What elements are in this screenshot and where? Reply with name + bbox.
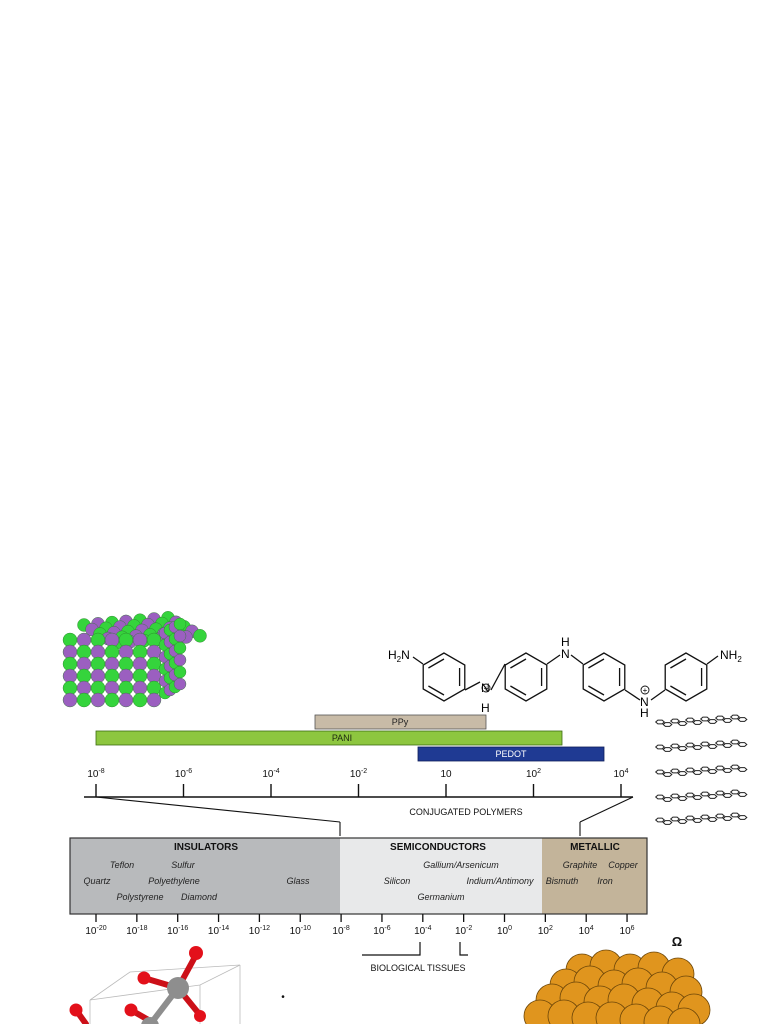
oxygen-atom-2: [137, 971, 151, 985]
bottom-scale-label-6: 10-8: [332, 925, 349, 937]
semiconductors-band: [340, 838, 542, 914]
top-scale-label-2: 10-4: [262, 768, 279, 780]
polyaniline-labels: H2N NH2 N H + H N N H +: [388, 635, 742, 720]
material-iron: Iron: [597, 876, 613, 886]
material-polystyrene: Polystyrene: [116, 892, 163, 902]
ppy-bar: [314, 714, 487, 730]
conjugated-polymers-scale: 10-8 10-6 10-4 10-2 10 102 104 CONJUGATED POLY…: [84, 768, 634, 836]
charge-plus-2-sign: +: [643, 686, 648, 695]
benzene-ring-1: [422, 652, 466, 702]
nh2-left-label: H2N: [388, 648, 410, 664]
bottom-scale-label-9: 10-2: [455, 925, 472, 937]
graphite-layer-0: [654, 714, 748, 727]
amine-n-3: N: [640, 695, 649, 709]
oxygen-atom-3: [124, 1003, 138, 1017]
biological-tissues-bracket: [362, 942, 468, 956]
bottom-scale-label-10: 100: [497, 925, 512, 937]
oxygen-atom-4: [69, 1003, 83, 1017]
metal-lattice-illustration: [523, 949, 711, 1024]
metallic-band: [542, 838, 647, 914]
bottom-scale-label-13: 106: [620, 925, 635, 937]
graphite-layer-2: [654, 764, 748, 777]
ionic-crystal-illustration: [62, 611, 207, 708]
ppy-label: PPy: [392, 717, 409, 727]
zoom-line-right: [579, 796, 634, 823]
bottom-scale-label-0: 10-20: [85, 925, 106, 937]
amine-h-1: H: [481, 701, 490, 715]
silica-molecule-illustration: [69, 946, 241, 1024]
graphite-layer-1: [654, 739, 748, 752]
amine-h-3: H: [640, 706, 649, 720]
silicon-atom-2: [141, 1017, 159, 1024]
top-scale-label-4: 10: [440, 769, 452, 780]
oxygen-atom-1: [189, 946, 203, 960]
material-glass: Glass: [286, 876, 310, 886]
bottom-scale-label-4: 10-12: [249, 925, 270, 937]
material-diamond: Diamond: [181, 892, 218, 902]
charge-plus-1-sign: +: [484, 684, 489, 693]
top-scale-label-1: 10-6: [175, 768, 192, 780]
pedot-bar: [417, 746, 605, 762]
metal-atom-24: [667, 1007, 701, 1024]
material-polyethylene: Polyethylene: [148, 876, 200, 886]
benzene-ring-4: [664, 652, 708, 702]
bottom-scale-label-11: 102: [538, 925, 553, 937]
oxygen-atom-5: [194, 1010, 206, 1022]
graphite-layers-illustration: [654, 714, 748, 825]
biological-tissues-caption: BIOLOGICAL TISSUES: [370, 963, 465, 973]
metallic-title: METALLIC: [570, 842, 620, 853]
insulators-band: [70, 838, 340, 914]
bottom-scale-label-2: 10-16: [167, 925, 188, 937]
bands-frame: [69, 837, 648, 915]
insulators-title: INSULATORS: [174, 842, 238, 853]
silicon-atom-1: [167, 977, 189, 999]
bottom-scale-label-7: 10-6: [373, 925, 390, 937]
conductivity-bands: INSULATORS SEMICONDUCTORS METALLIC Teflo…: [69, 837, 648, 915]
resistivity-scale: 10-20 10-18 10-16 10-14 10-12 10-10 10-8 10-6 10…: [85, 914, 682, 973]
pedot-label: PEDOT: [495, 749, 527, 759]
material-teflon: Teflon: [110, 860, 134, 870]
top-scale-label-0: 10-8: [87, 768, 104, 780]
bottom-scale-label-12: 104: [579, 925, 594, 937]
unit-cell-box: [89, 964, 241, 1024]
bottom-scale-label-1: 10-18: [126, 925, 147, 937]
bottom-scale-label-8: 10-4: [414, 925, 431, 937]
benzene-ring-3: [582, 652, 626, 702]
top-scale-label-3: 10-2: [350, 768, 367, 780]
center-dot: •: [281, 992, 285, 1003]
nh2-right-label: NH2: [720, 648, 742, 664]
semiconductors-title: SEMICONDUCTORS: [390, 842, 486, 853]
polymer-bars: PPy PANI PEDOT: [95, 714, 605, 762]
unit-omega: Ω: [672, 934, 682, 949]
zoom-line-left: [95, 796, 341, 823]
material-gallium-arsenicum: Gallium/Arsenicum: [423, 860, 499, 870]
benzene-ring-2: [504, 652, 548, 702]
pani-bar: [95, 730, 563, 746]
material-copper: Copper: [608, 860, 639, 870]
material-germanium: Germanium: [417, 892, 465, 902]
material-silicon: Silicon: [384, 876, 411, 886]
amine-h-2: H: [561, 635, 570, 649]
graphite-layer-3: [654, 789, 748, 802]
polyaniline-structure: [412, 652, 719, 702]
conjugated-polymers-caption: CONJUGATED POLYMERS: [409, 807, 522, 817]
material-indium-antimony: Indium/Antimony: [466, 876, 534, 886]
charge-plus-2: [640, 685, 650, 695]
charge-plus-1: [481, 683, 491, 693]
bottom-scale-label-3: 10-14: [208, 925, 229, 937]
top-scale-label-6: 104: [613, 768, 628, 780]
amine-n-2: N: [561, 647, 570, 661]
pani-label: PANI: [332, 733, 352, 743]
amine-n-1: N: [481, 681, 490, 695]
material-graphite: Graphite: [563, 860, 598, 870]
bottom-scale-label-5: 10-10: [290, 925, 311, 937]
top-scale-label-5: 102: [526, 768, 541, 780]
graphite-layer-4: [654, 812, 748, 825]
material-bismuth: Bismuth: [546, 876, 579, 886]
material-quartz: Quartz: [83, 876, 111, 886]
material-sulfur: Sulfur: [171, 860, 196, 870]
